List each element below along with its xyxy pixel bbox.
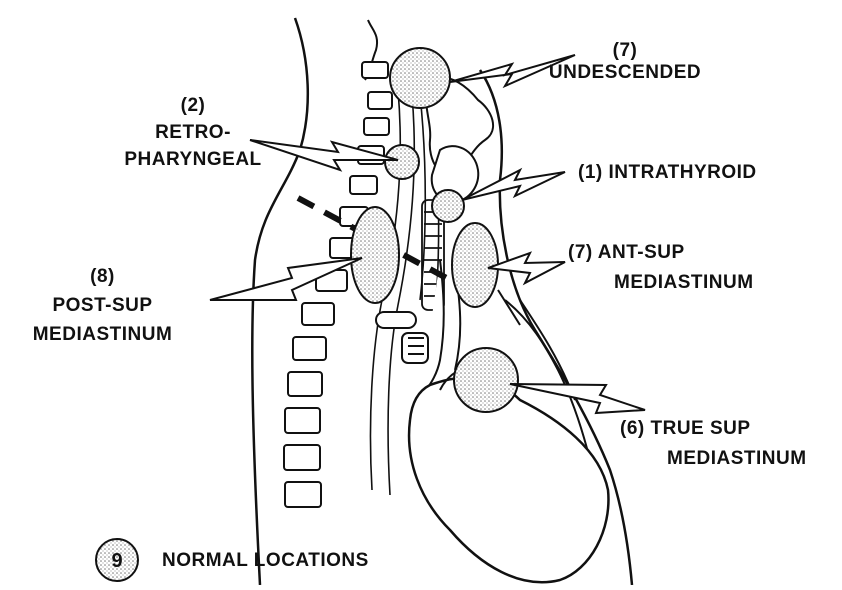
label-retropharyngeal-line1: RETRO- [98,119,288,146]
label-post-sup: (8) POST-SUP MEDIASTINUM [0,262,205,349]
legend-text: NORMAL LOCATIONS [162,550,369,572]
label-undescended-count: (7) [520,40,730,62]
label-true-sup-line2: MEDIASTINUM [620,444,807,474]
label-post-sup-line2: MEDIASTINUM [0,320,205,349]
location-true-sup [454,348,518,412]
label-post-sup-count: (8) [0,262,205,291]
label-retropharyngeal-count: (2) [98,92,288,119]
label-intrathyroid: (1) INTRATHYROID [578,162,757,184]
label-post-sup-line1: POST-SUP [0,291,205,320]
label-ant-sup-line1: (7) ANT-SUP [568,238,754,268]
label-retropharyngeal: (2) RETRO- PHARYNGEAL [98,92,288,173]
location-post-sup [351,207,399,303]
label-undescended-text: UNDESCENDED [520,62,730,84]
label-ant-sup: (7) ANT-SUP MEDIASTINUM [568,238,754,298]
label-undescended: (7) UNDESCENDED [520,40,730,84]
label-true-sup: (6) TRUE SUP MEDIASTINUM [620,414,807,474]
location-intrathyroid [432,190,464,222]
location-undescended [390,48,450,108]
location-retropharyngeal [385,145,419,179]
label-retropharyngeal-line2: PHARYNGEAL [98,146,288,173]
label-ant-sup-line2: MEDIASTINUM [568,268,754,298]
label-true-sup-line1: (6) TRUE SUP [620,414,807,444]
arrow-ant-sup [488,253,565,283]
legend-number: 9 [111,550,122,572]
heart [409,378,608,582]
location-ant-sup [452,223,498,307]
